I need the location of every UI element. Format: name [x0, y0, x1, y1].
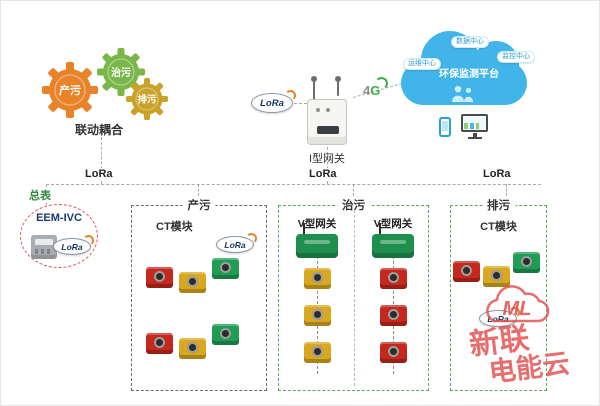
gateway-slot: [317, 126, 339, 134]
ct-module-column: [303, 268, 331, 363]
connector-lora-gateway: [294, 103, 307, 104]
ct-module-red: [379, 268, 407, 289]
ct-module-yellow: [303, 268, 331, 289]
vgateway-group-left: V型网关: [286, 216, 348, 374]
ct-module-row: [146, 258, 239, 293]
lora-badge-gateway: LoRa: [251, 90, 296, 113]
ct-module-red: [146, 333, 173, 354]
zone-paiwu-title: 排污: [482, 197, 515, 213]
type1-gateway-device: [307, 99, 347, 145]
zone-zhiwu-divider: [354, 210, 355, 386]
monitor-base: [467, 137, 482, 139]
ct-module-column: [379, 268, 407, 363]
vgateway-group-right: V型网关: [362, 216, 424, 374]
gateway-led: [316, 108, 320, 112]
connector-gears-drop: [101, 137, 102, 184]
gateway-led: [326, 108, 330, 112]
ct-module-red: [146, 267, 173, 288]
ct-module-green: [212, 258, 239, 279]
zone-chanwu-title: 产污: [182, 197, 216, 213]
main-meter-group: EEM-IVC LoRa: [20, 204, 98, 268]
cloud-node-ops-center: 运维中心: [403, 58, 441, 71]
zone-chanwu: 产污 CT模块 LoRa: [131, 197, 267, 391]
ct-module-yellow: [483, 266, 510, 287]
smartphone-screen: [442, 121, 448, 131]
4g-signal-icon: 4G: [363, 77, 389, 98]
antenna-icon: [311, 76, 317, 100]
gear-chanwu-icon: 产污: [42, 62, 98, 118]
ct-module-red: [379, 305, 407, 326]
ct-module-red: [379, 342, 407, 363]
ct-module-row: [146, 324, 239, 359]
vgateway-device: [296, 223, 338, 258]
ct-module-yellow: [179, 272, 206, 293]
antenna-icon: [335, 76, 341, 96]
monitor-screen: [464, 117, 485, 129]
monitor-stand: [472, 133, 477, 137]
smartphone-icon: [439, 117, 451, 137]
lora-badge-meter: LoRa: [53, 235, 94, 255]
energy-meter-icon: [31, 235, 57, 259]
zone-paiwu-module-label: CT模块: [480, 221, 517, 233]
ct-module-yellow: [179, 338, 206, 359]
zone-zhiwu-title: 治污: [337, 197, 370, 213]
vgateway-left-label: V型网关: [295, 216, 339, 231]
cloud-node-data-center: 数据中心: [451, 36, 489, 49]
ct-module-row: [453, 252, 540, 287]
gears-caption: 联动耦合: [74, 123, 123, 137]
main-meter-model: EEM-IVC: [36, 212, 82, 224]
zone-zhiwu: 治污 V型网关 V型网关: [278, 197, 429, 391]
connector-chanwu-drop: [198, 184, 199, 205]
connector-zhiwu-drop: [353, 184, 354, 205]
monitor-icon: [461, 114, 488, 139]
gear-paiwu-label: 排污: [137, 94, 157, 106]
lora-badge-chanwu: LoRa: [216, 233, 257, 253]
cloud-platform-title: 环保监测平台: [439, 69, 499, 80]
users-icon: [452, 86, 473, 102]
watermark-text: 新联 电能云: [468, 319, 572, 389]
ct-module-green: [212, 324, 239, 345]
cloud-node-monitor-center: 监控中心: [497, 51, 535, 64]
ct-module-red: [453, 261, 480, 282]
connector-gateway-drop: [327, 147, 328, 184]
gear-paiwu-icon: 排污: [126, 78, 168, 120]
lora-bus-label-center: LoRa: [307, 168, 339, 180]
gear-zhiwu-label: 治污: [111, 66, 131, 79]
vgateway-device: [372, 223, 414, 258]
connector-paiwu-drop: [506, 184, 507, 205]
zone-chanwu-module-label: CT模块: [156, 221, 193, 233]
ct-module-yellow: [303, 342, 331, 363]
vgateway-right-label: V型网关: [371, 216, 415, 231]
lora-bus-line: [46, 184, 541, 185]
ct-module-green: [513, 252, 540, 273]
ct-module-yellow: [303, 305, 331, 326]
main-meter-caption: 总表: [27, 187, 53, 203]
lora-bus-label-right: LoRa: [481, 168, 513, 180]
gear-chanwu-label: 产污: [59, 83, 81, 97]
type1-gateway-label: I型网关: [308, 153, 346, 165]
lora-bus-label-left: LoRa: [83, 168, 115, 180]
